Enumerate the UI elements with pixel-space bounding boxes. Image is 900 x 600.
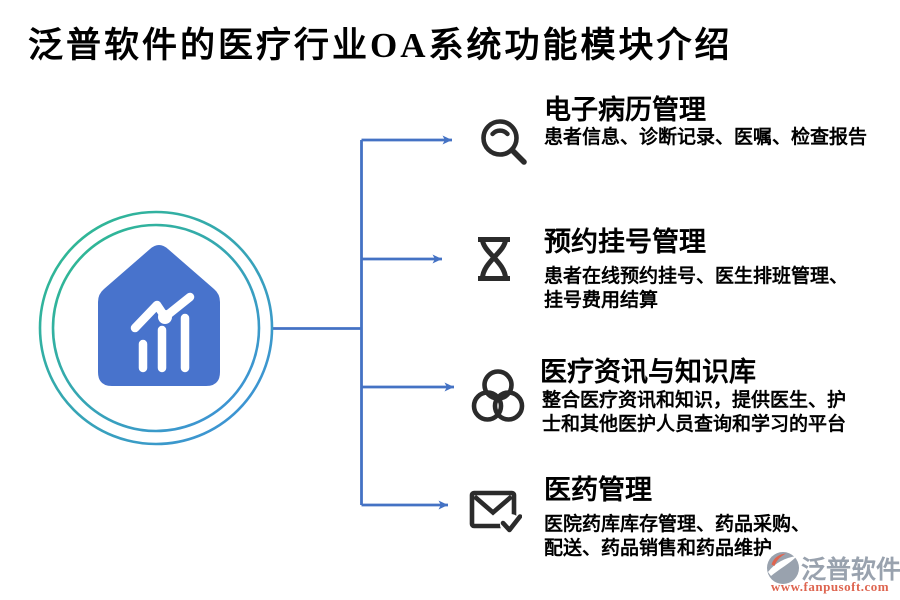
hourglass-icon: [478, 237, 510, 281]
envelope-check-icon: [469, 490, 522, 535]
feature-desc-line: 挂号费用结算: [544, 290, 659, 311]
feature-desc-line: 整合医疗资讯和知识，提供医生、护: [542, 390, 847, 411]
magnifier-icon: [481, 119, 527, 165]
trend-dot: [158, 310, 172, 324]
overlapping-circles-icon: [471, 369, 525, 422]
outer-ring: [38, 210, 274, 446]
inner-ring: [51, 223, 261, 433]
brand-logo: 泛普软件 www.fanpusoft.com: [764, 549, 900, 597]
feature-title: 电子病历管理: [544, 95, 706, 125]
feature-title: 医疗资讯与知识库: [540, 357, 756, 387]
feature-desc-line: 配送、药品销售和药品维护: [544, 538, 773, 559]
brand-url: www.fanpusoft.com: [770, 579, 890, 594]
house-analytics-icon: [38, 210, 274, 446]
page-title: 泛普软件的医疗行业OA系统功能模块介绍: [28, 26, 733, 65]
brand-name: 泛普软件: [801, 557, 900, 584]
feature-desc-line: 患者信息、诊断记录、医嘱、检查报告: [544, 127, 868, 148]
feature-desc-line: 士和其他医护人员查询和学习的平台: [542, 414, 847, 435]
feature-title: 预约挂号管理: [544, 227, 706, 257]
center-badge: [31, 203, 281, 453]
feature-desc-line: 患者在线预约挂号、医生排班管理、: [544, 266, 849, 287]
feature-title: 医药管理: [544, 475, 652, 505]
fanpu-logo-icon: [767, 552, 799, 584]
feature-desc-line: 医院药库库存管理、药品采购、: [544, 514, 811, 535]
trend-line: [130, 292, 195, 333]
